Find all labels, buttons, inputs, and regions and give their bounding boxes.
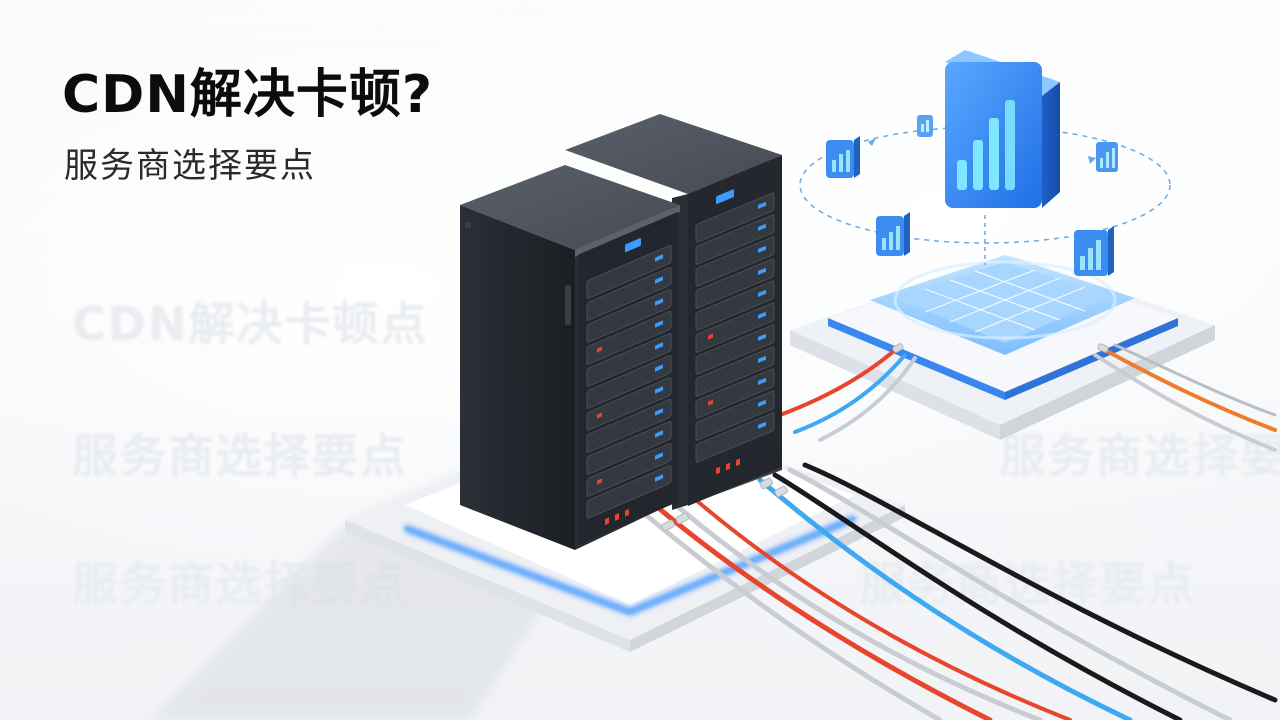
orbit-cube [917, 115, 933, 137]
watermark-text: 服务商选择要 [1000, 429, 1280, 483]
cable-connector [661, 343, 1109, 532]
page-title: CDN解决卡顿? [62, 65, 434, 125]
orbit-cube [876, 212, 910, 256]
watermark-text: 服务商选择要点 [72, 429, 408, 483]
watermark-text: CDN解决卡顿点 [72, 297, 429, 351]
page-subtitle: 服务商选择要点 [64, 146, 316, 186]
arrow-icon [868, 138, 1096, 164]
rack-side-vent [465, 222, 571, 325]
orbit-cube [826, 136, 860, 178]
orbit-cube [1096, 142, 1118, 172]
server-units [578, 211, 678, 545]
orbit-cube [1074, 226, 1114, 276]
server-cables [637, 462, 1278, 720]
server-units [695, 192, 775, 475]
cloud-platform-base [790, 255, 1215, 440]
analytics-cube [945, 50, 1060, 208]
network-cables [778, 343, 1277, 452]
